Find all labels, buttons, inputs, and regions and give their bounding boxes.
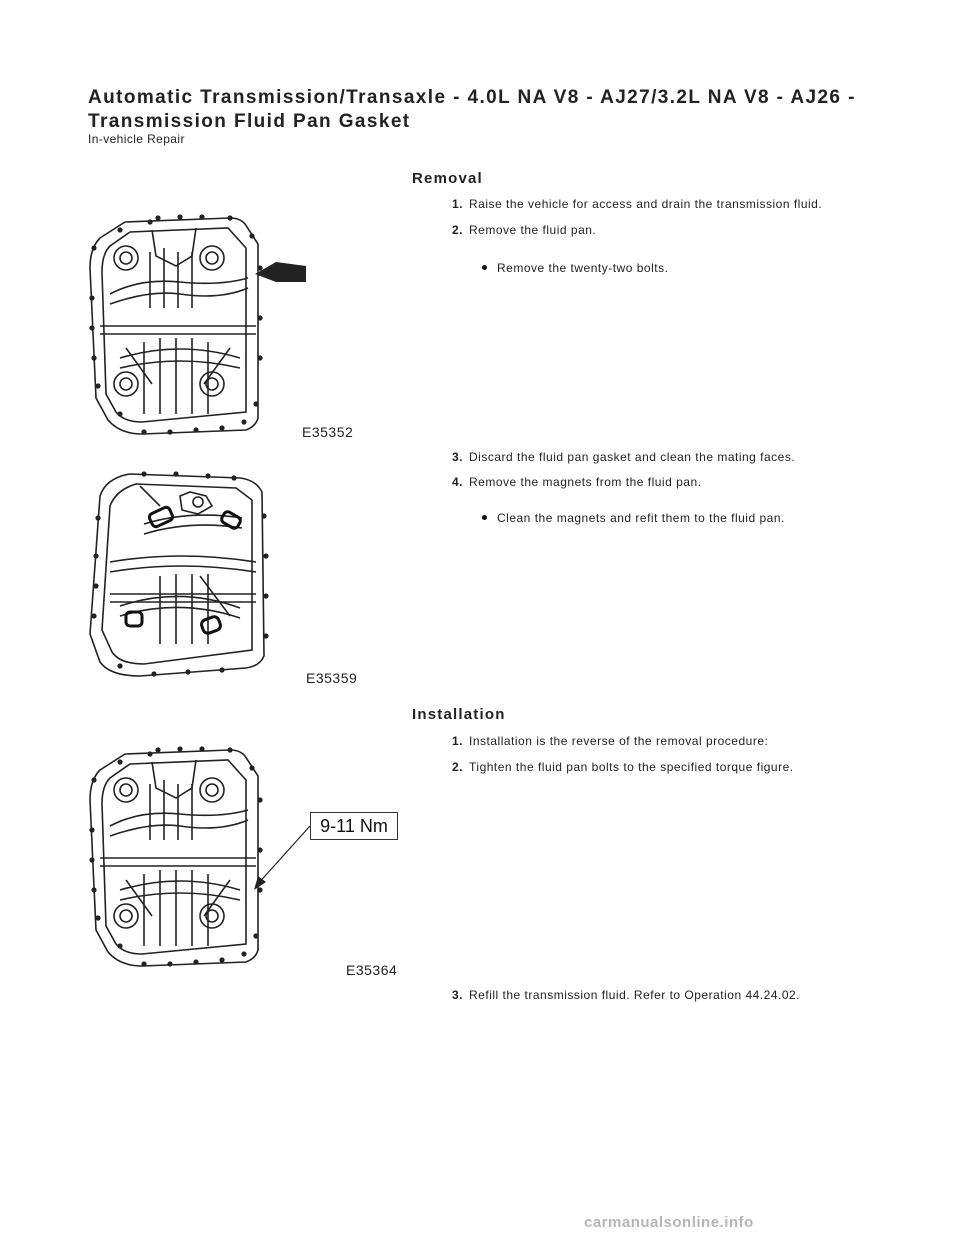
installation-step-2: 2. Tighten the fluid pan bolts to the spe… bbox=[452, 760, 794, 774]
removal-bullet-2: Clean the magnets and refit them to the … bbox=[482, 511, 785, 525]
figure-code-3: E35364 bbox=[346, 962, 398, 978]
figure-fluid-pan-torque bbox=[89, 746, 311, 967]
step-number: 2. bbox=[452, 223, 464, 237]
installation-step-1: 1. Installation is the reverse of the rem… bbox=[452, 734, 768, 748]
bullet-text: Clean the magnets and refit them to the … bbox=[497, 511, 785, 525]
figure-fluid-pan-bolts bbox=[89, 214, 306, 435]
page-title: Automatic Transmission/Transaxle - 4.0L … bbox=[88, 87, 856, 132]
step-text: Refill the transmission fluid. Refer to … bbox=[469, 988, 801, 1002]
section-heading-installation: Installation bbox=[412, 706, 506, 723]
step-number: 3. bbox=[452, 988, 464, 1002]
bullet-text: Remove the twenty-two bolts. bbox=[497, 261, 669, 275]
step-number: 4. bbox=[452, 475, 464, 489]
step-text: Discard the fluid pan gasket and clean t… bbox=[469, 450, 796, 464]
step-number: 1. bbox=[452, 197, 464, 211]
step-number: 1. bbox=[452, 734, 464, 748]
figure-code-2: E35359 bbox=[306, 670, 358, 686]
installation-step-3: 3. Refill the transmission fluid. Refer t… bbox=[452, 988, 800, 1002]
watermark: carmanualsonline.info bbox=[584, 1214, 754, 1231]
step-text: Raise the vehicle for access and drain t… bbox=[469, 197, 823, 211]
removal-step-1: 1. Raise the vehicle for access and drain… bbox=[452, 197, 822, 211]
bullet-icon bbox=[482, 265, 487, 271]
step-number: 3. bbox=[452, 450, 464, 464]
step-text: Remove the magnets from the fluid pan. bbox=[469, 475, 702, 489]
removal-bullet-1: Remove the twenty-two bolts. bbox=[482, 261, 668, 275]
removal-step-2: 2. Remove the fluid pan. bbox=[452, 223, 596, 237]
removal-step-3: 3. Discard the fluid pan gasket and clean… bbox=[452, 450, 795, 464]
torque-callout: 9-11 Nm bbox=[310, 812, 398, 840]
step-text: Remove the fluid pan. bbox=[469, 223, 597, 237]
page-subtitle: In-vehicle Repair bbox=[88, 132, 185, 146]
removal-step-4: 4. Remove the magnets from the fluid pan. bbox=[452, 475, 701, 489]
bullet-icon bbox=[482, 515, 487, 521]
figure-fluid-pan-magnets bbox=[89, 471, 269, 677]
figure-code-1: E35352 bbox=[302, 424, 354, 440]
step-number: 2. bbox=[452, 760, 464, 774]
section-heading-removal: Removal bbox=[412, 170, 483, 187]
step-text: Tighten the fluid pan bolts to the speci… bbox=[469, 760, 794, 774]
step-text: Installation is the reverse of the remov… bbox=[469, 734, 769, 748]
